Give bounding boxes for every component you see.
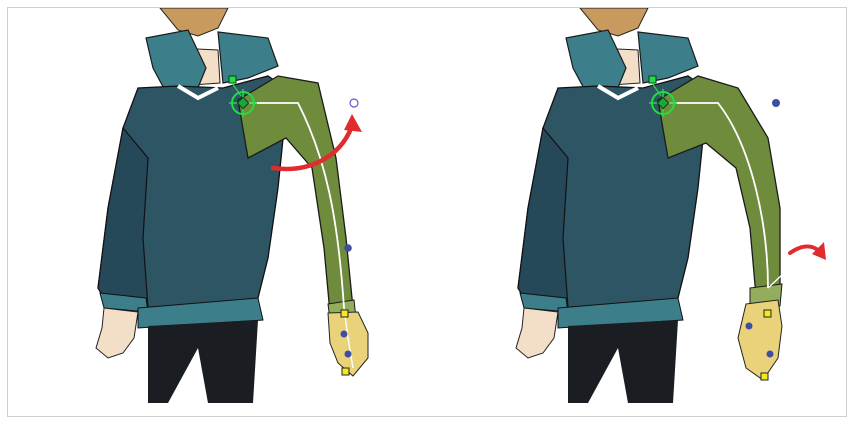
panel-before [68, 8, 408, 418]
end-handle-icon[interactable] [229, 76, 236, 83]
control-point-icon[interactable] [345, 351, 352, 358]
character-illustration-after [488, 8, 828, 418]
end-handle-icon[interactable] [649, 76, 656, 83]
end-handle-icon[interactable] [764, 310, 771, 317]
panel-after [488, 8, 828, 418]
left-hand [516, 308, 558, 358]
hood-right [638, 32, 698, 83]
glove-hand [328, 312, 368, 376]
character-illustration-before [68, 8, 408, 418]
left-hand [96, 308, 138, 358]
illustration-frame [7, 7, 847, 417]
left-sleeve [518, 128, 568, 313]
hood-right [218, 32, 278, 83]
pants [568, 320, 678, 403]
control-point-icon[interactable] [767, 351, 774, 358]
control-point-icon[interactable] [350, 99, 358, 107]
end-handle-icon[interactable] [341, 310, 348, 317]
end-handle-icon[interactable] [761, 373, 768, 380]
pants [148, 320, 258, 403]
left-sleeve [98, 128, 148, 313]
control-point-icon[interactable] [772, 99, 780, 107]
control-point-icon[interactable] [344, 244, 352, 252]
end-handle-icon[interactable] [342, 368, 349, 375]
control-point-icon[interactable] [746, 323, 753, 330]
curved-arrow-icon [790, 242, 826, 260]
control-point-icon[interactable] [341, 331, 348, 338]
glove-hand [738, 300, 782, 380]
